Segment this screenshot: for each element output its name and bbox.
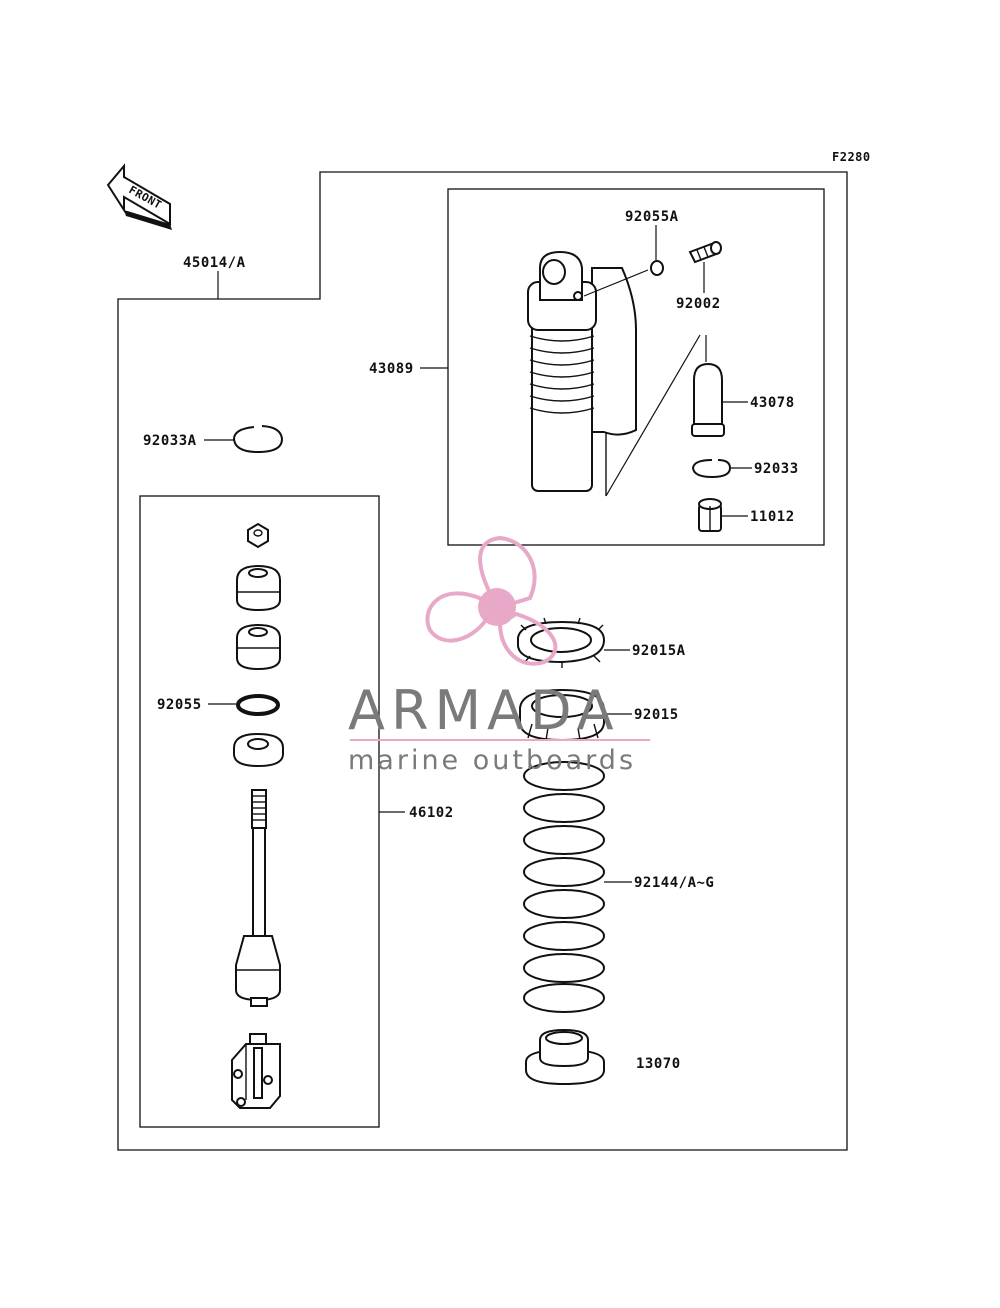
label-43078: 43078 xyxy=(750,395,795,411)
valve-92002 xyxy=(688,241,722,264)
label-11012: 11012 xyxy=(750,509,795,525)
figure-code: F2280 xyxy=(832,150,871,164)
circlip-92033 xyxy=(691,459,732,479)
nut-11012 xyxy=(698,498,722,532)
locknut-92015 xyxy=(519,688,605,742)
label-13070: 13070 xyxy=(636,1056,681,1072)
label-92055A: 92055A xyxy=(625,209,679,225)
spring-92144 xyxy=(523,761,605,1013)
shock-body-box xyxy=(447,188,825,546)
label-92033A: 92033A xyxy=(143,433,197,449)
rod-assembly-drawing xyxy=(231,522,284,1109)
label-46102: 46102 xyxy=(409,805,454,821)
label-92033: 92033 xyxy=(754,461,799,477)
circlip-92033a xyxy=(232,425,284,454)
shock-body-drawing xyxy=(527,250,707,497)
label-92144: 92144/A~G xyxy=(634,875,714,891)
watermark-brand: ARMADA xyxy=(348,679,620,742)
label-92055: 92055 xyxy=(157,697,202,713)
propeller-icon xyxy=(425,535,558,666)
label-45014A: 45014/A xyxy=(183,255,246,271)
label-92015: 92015 xyxy=(634,707,679,723)
o-ring-92055a xyxy=(650,260,664,276)
label-92015A: 92015A xyxy=(632,643,686,659)
watermark-tagline: marine outboards xyxy=(348,745,636,776)
locknut-92015a xyxy=(517,617,606,668)
spring-seat-13070 xyxy=(525,1028,605,1086)
label-43089: 43089 xyxy=(369,361,414,377)
label-92002: 92002 xyxy=(676,296,721,312)
cap-43078 xyxy=(691,362,725,437)
front-arrow-icon: FRONT xyxy=(106,163,172,230)
assembly-frame xyxy=(117,171,848,1151)
